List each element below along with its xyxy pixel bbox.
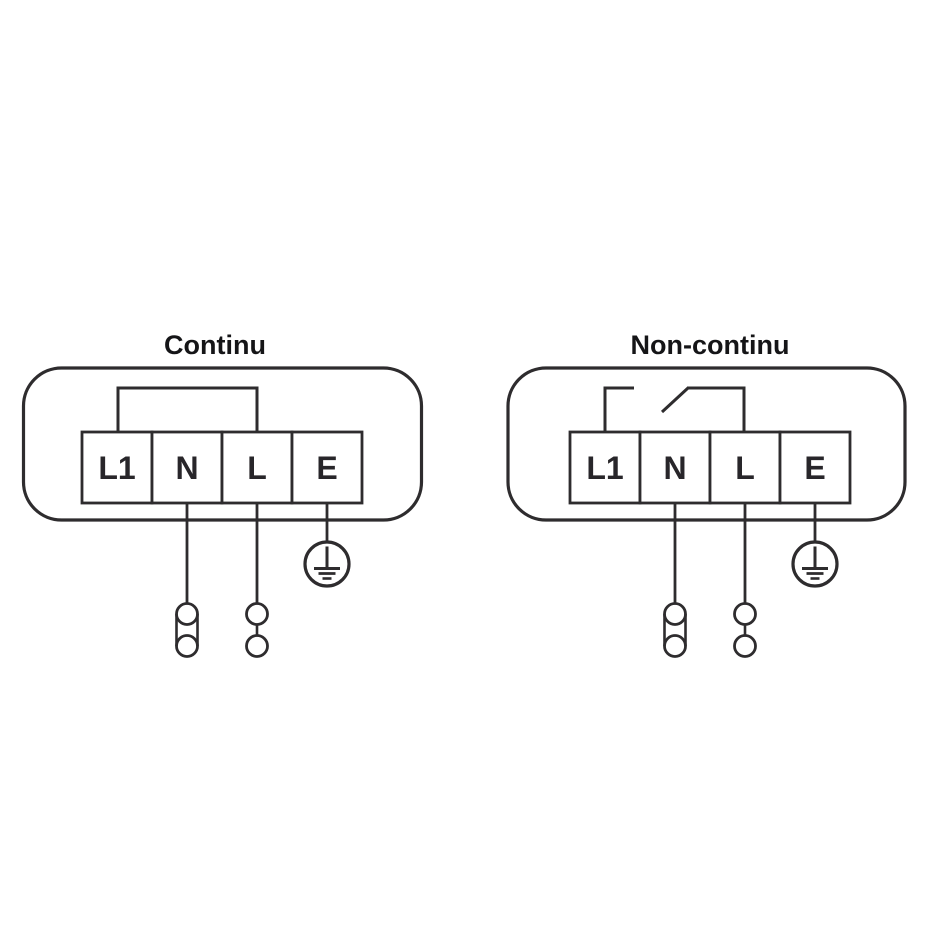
terminal-block: L1 N L E — [80, 430, 364, 505]
diagram-title-non-continu: Non-continu — [631, 330, 790, 360]
double-circle-connector-icon — [663, 602, 687, 658]
enclosure-outline — [506, 366, 907, 522]
switch-output-wire — [687, 386, 746, 433]
terminal-label-n: N — [175, 450, 198, 486]
single-circle-connector-icon — [245, 602, 269, 658]
switch-fixed-contact — [603, 386, 634, 433]
terminal-label-l: L — [735, 450, 755, 486]
earth-icon — [791, 540, 839, 588]
diagram-continu: Continu L1 N L E — [21, 330, 424, 658]
terminal-box-l — [708, 430, 782, 505]
terminal-label-l1: L1 — [586, 450, 623, 486]
terminal-label-l1: L1 — [98, 450, 135, 486]
terminal-label-n: N — [663, 450, 686, 486]
terminal-box-n — [638, 430, 712, 505]
diagram-non-continu: Non-continu L1 N L E — [506, 330, 907, 658]
enclosure-outline — [21, 366, 424, 522]
terminal-box-l1 — [80, 430, 154, 505]
terminal-block: L1 N L E — [568, 430, 852, 505]
terminal-box-e — [778, 430, 852, 505]
terminal-label-e: E — [804, 450, 825, 486]
double-circle-connector-icon — [175, 602, 199, 658]
earth-icon — [303, 540, 351, 588]
single-circle-connector-icon — [733, 602, 757, 658]
terminal-box-e — [290, 430, 364, 505]
link-bridge-wire — [116, 386, 259, 433]
terminal-label-l: L — [247, 450, 267, 486]
switch-blade — [660, 386, 690, 414]
terminal-label-e: E — [316, 450, 337, 486]
diagram-title-continu: Continu — [164, 330, 266, 360]
switch-bridge-wire — [603, 386, 746, 433]
